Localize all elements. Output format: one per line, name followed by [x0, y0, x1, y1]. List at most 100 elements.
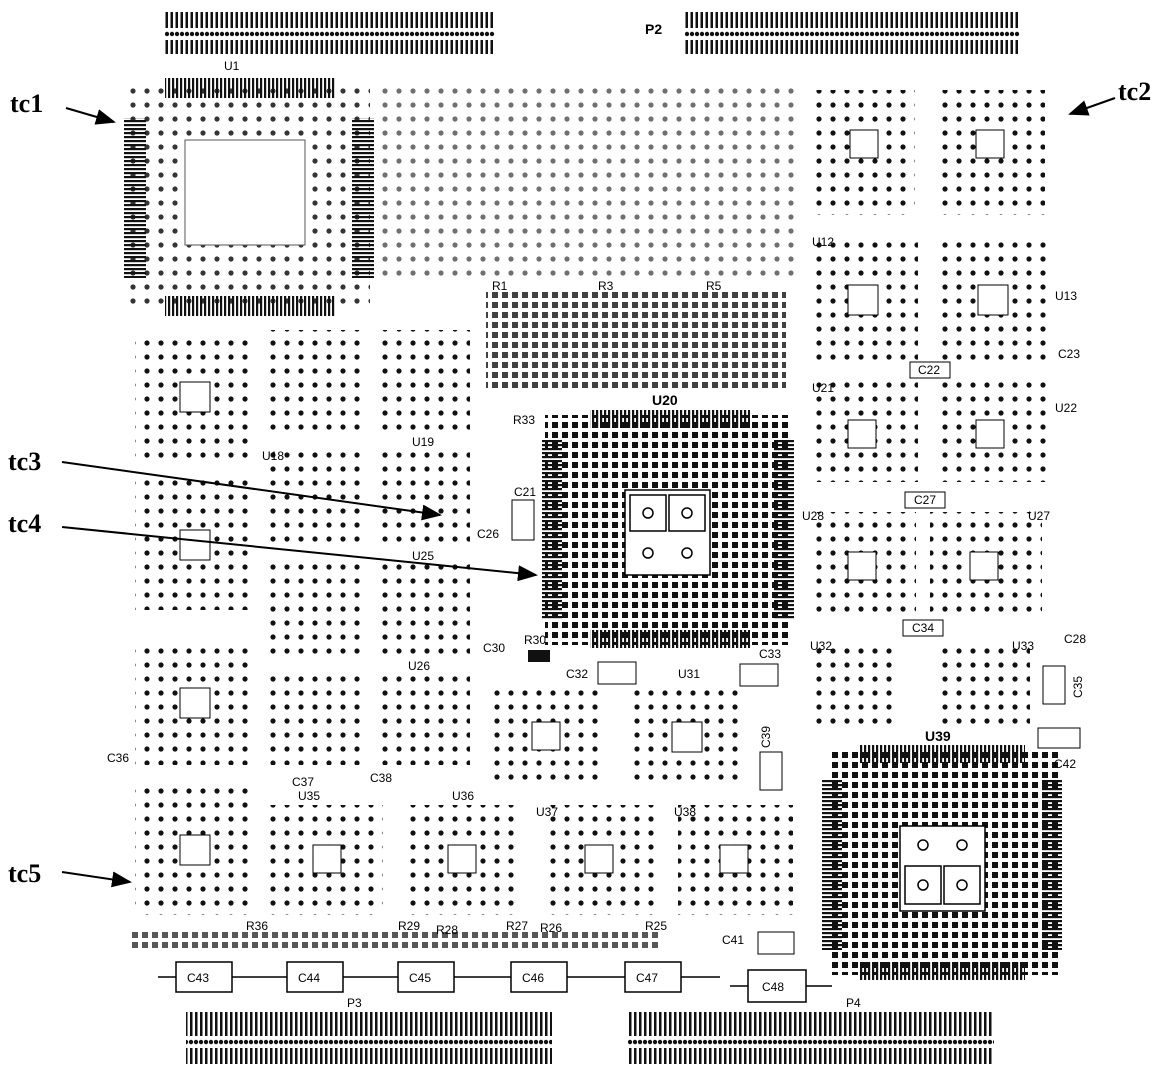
- cap-c35-label: C35: [1071, 676, 1085, 698]
- chip-u33: U33: [935, 639, 1034, 730]
- chip-u19: U19: [375, 435, 470, 545]
- chip-mid-5: [265, 560, 360, 655]
- chip-u12-label: U12: [812, 235, 834, 249]
- callout-tc5-label: tc5: [8, 859, 41, 888]
- chip-u38: U38: [674, 805, 793, 915]
- callout-tc4-label: tc4: [8, 509, 41, 538]
- chip-mid-7: [265, 670, 360, 765]
- resistor-r1-label: R1: [492, 279, 508, 293]
- cap-c21-label: C21: [514, 485, 536, 499]
- callout-tc5: tc5: [8, 859, 132, 888]
- callout-tc4: tc4: [8, 509, 538, 582]
- resistor-r33-label: R33: [513, 413, 535, 427]
- chip-u35-label: U35: [298, 789, 320, 803]
- connector-p4: P4: [628, 996, 994, 1064]
- cap-c22-label: C22: [918, 363, 940, 377]
- cap-c47-label: C47: [636, 971, 658, 985]
- chip-u28: U28: [802, 509, 916, 620]
- chip-u37-label: U37: [536, 805, 558, 819]
- cap-c45-label: C45: [409, 971, 431, 985]
- callout-tc3-label: tc3: [8, 447, 41, 476]
- chip-u27: U27: [930, 509, 1050, 620]
- chip-u20-label: U20: [652, 392, 678, 408]
- resistor-r28-label: R28: [436, 923, 458, 937]
- resistor-r27-label: R27: [506, 919, 528, 933]
- chip-u28-label: U28: [802, 509, 824, 523]
- cap-c43-label: C43: [187, 971, 209, 985]
- cap-c37-label: C37: [292, 775, 314, 789]
- cap-c26-label: C26: [477, 527, 499, 541]
- cap-c32-label: C32: [566, 667, 588, 681]
- chip-u26-label: U26: [408, 659, 430, 673]
- cap-c34-label: C34: [912, 621, 934, 635]
- chip-left-1: [135, 335, 255, 465]
- callout-tc1: tc1: [10, 89, 116, 125]
- chip-u31-label: U31: [678, 667, 700, 681]
- chip-u32-label: U32: [810, 639, 832, 653]
- chip-u19-label: U19: [412, 435, 434, 449]
- resistor-r36-label: R36: [246, 919, 268, 933]
- cap-c39-label: C39: [759, 726, 773, 748]
- connector-p3-label: P3: [347, 996, 362, 1010]
- cap-c46-label: C46: [522, 971, 544, 985]
- resistor-r26-label: R26: [540, 921, 562, 935]
- cap-c36-label: C36: [107, 751, 129, 765]
- chip-left-4: [135, 785, 255, 915]
- chip-u36-label: U36: [452, 789, 474, 803]
- connector-p2-label: P2: [645, 21, 662, 37]
- cap-c42-label: C42: [1054, 757, 1076, 771]
- connector-p2: P2: [645, 12, 1020, 54]
- connector-p4-label: P4: [846, 996, 861, 1010]
- chip-u30: [490, 683, 600, 788]
- cap-c33-label: C33: [759, 647, 781, 661]
- chip-u25: U25: [375, 549, 470, 655]
- chip-left-3: [135, 640, 255, 765]
- chip-u21: U21: [808, 381, 918, 482]
- chip-u18-label: U18: [262, 449, 284, 463]
- chip-u35: U35: [268, 789, 383, 915]
- cap-c30-label: C30: [483, 641, 505, 655]
- chip-u27-label: U27: [1028, 509, 1050, 523]
- chip-u33-label: U33: [1012, 639, 1034, 653]
- chip-u38-label: U38: [674, 805, 696, 819]
- connector-top-left: [165, 12, 495, 54]
- connector-p3: P3: [186, 996, 552, 1064]
- chip-u13-label: U13: [1055, 289, 1077, 303]
- chip-top-right-1: [815, 90, 915, 215]
- chip-u26: U26: [375, 659, 470, 765]
- chip-u1: U1: [124, 59, 374, 316]
- cap-c38-label: C38: [370, 771, 392, 785]
- chip-u12: U12: [810, 235, 918, 364]
- chip-u39: U39: [822, 728, 1062, 980]
- top-middle-component-area: [380, 80, 800, 280]
- capacitor-labels: C21 C22 C23 C26 C27 C28 C30 C32 C33 C34 …: [107, 347, 1086, 955]
- chip-u37: U37: [536, 805, 657, 915]
- resistor-array: R1 R3 R5 R33: [486, 279, 786, 427]
- chip-u1-label: U1: [224, 59, 240, 73]
- chip-u25-label: U25: [412, 549, 434, 563]
- chip-u36: U36: [405, 789, 520, 915]
- chip-u39-label: U39: [925, 728, 951, 744]
- cap-c27-label: C27: [914, 493, 936, 507]
- chip-u31: U31: [630, 667, 745, 788]
- chip-u21-label: U21: [812, 381, 834, 395]
- chip-mid-2: [375, 330, 470, 430]
- callout-tc1-label: tc1: [10, 89, 43, 118]
- cap-c23-label: C23: [1058, 347, 1080, 361]
- chip-u22: U22: [936, 382, 1077, 482]
- chip-top-right-2: [940, 90, 1045, 215]
- bottom-capacitor-row: C43 C44 C45 C46 C47 C48: [158, 961, 832, 1003]
- chip-u22-label: U22: [1055, 401, 1077, 415]
- bottom-resistor-row: R36 R29 R28 R27 R26 R25 R30: [128, 633, 667, 948]
- cap-c48-label: C48: [762, 980, 784, 994]
- callout-tc3: tc3: [8, 447, 442, 521]
- cap-c44-label: C44: [298, 971, 320, 985]
- resistor-r30-label: R30: [524, 633, 546, 647]
- cap-c28-label: C28: [1064, 632, 1086, 646]
- cap-c41-label: C41: [722, 933, 744, 947]
- chip-u13: U13: [938, 238, 1077, 364]
- resistor-r25-label: R25: [645, 919, 667, 933]
- resistor-r5-label: R5: [706, 279, 722, 293]
- resistor-r29-label: R29: [398, 919, 420, 933]
